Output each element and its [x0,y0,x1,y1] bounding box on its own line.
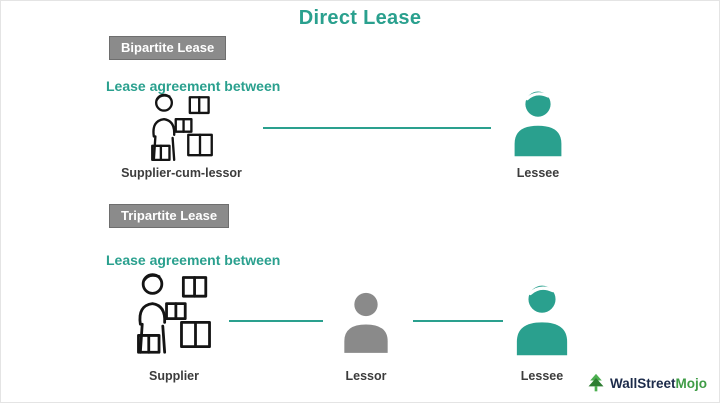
supplier-with-boxes-icon [131,269,217,357]
logo-text: WallStreetMojo [610,376,707,391]
connector-line-supplier-lessor [229,320,323,322]
logo-text-wallstreet: WallStreet [609,375,676,391]
lessee-label-bipartite: Lessee [516,166,560,180]
logo-text-mojo: Mojo [675,375,708,391]
connector-line-bipartite [263,127,491,129]
wallstreetmojo-logo: WallStreetMojo [586,372,707,394]
person-teal-icon [513,283,571,356]
bipartite-lease-badge: Bipartite Lease [109,36,227,60]
supplier-with-boxes-icon [143,91,221,163]
person-gray-icon [341,291,391,353]
tripartite-subtitle: Lease agreement between [106,252,281,268]
bipartite-subtitle: Lease agreement between [106,78,281,94]
lessor-label-tripartite: Lessor [345,369,387,383]
tripartite-lease-badge: Tripartite Lease [109,204,230,228]
connector-line-lessor-lessee [413,320,503,322]
lessee-label-tripartite: Lessee [520,369,564,383]
person-teal-icon [511,89,565,157]
supplier-label-tripartite: Supplier [148,369,199,383]
page-title: Direct Lease [298,7,422,29]
wallstreetmojo-tree-icon [588,373,604,392]
supplier-cum-lessor-label: Supplier-cum-lessor [121,166,242,180]
